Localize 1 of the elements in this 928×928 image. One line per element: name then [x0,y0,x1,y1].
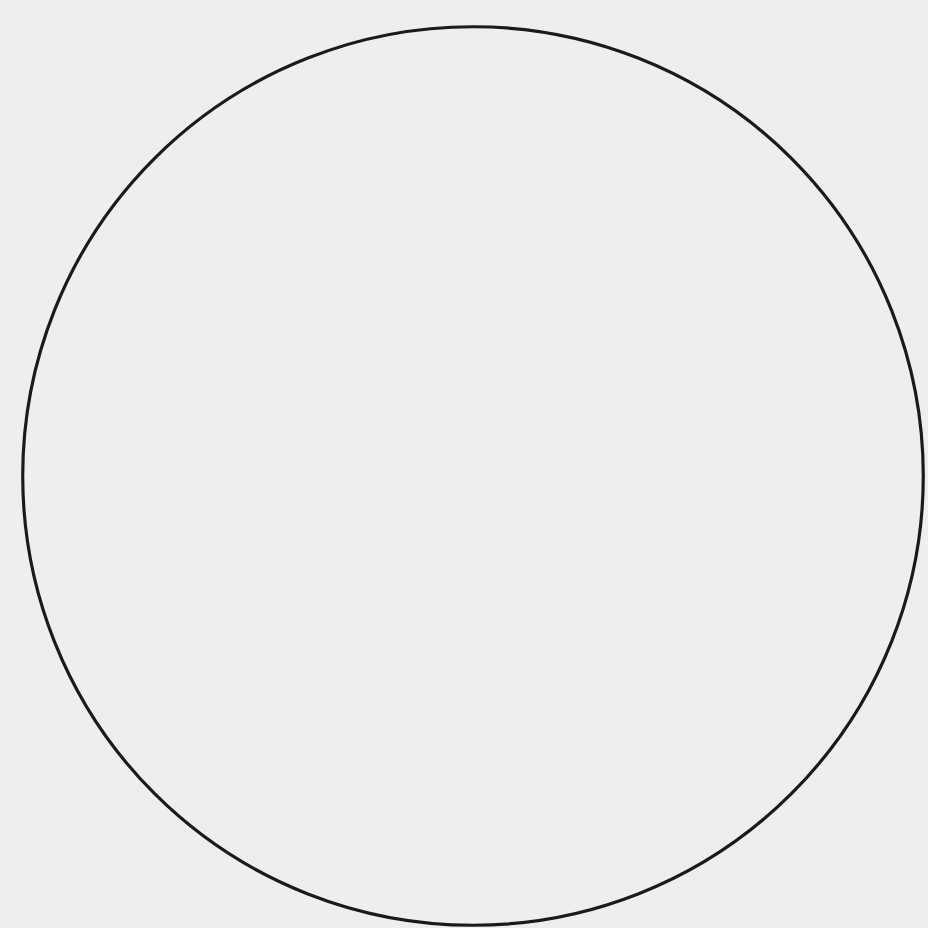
circle-shape [20,24,926,928]
